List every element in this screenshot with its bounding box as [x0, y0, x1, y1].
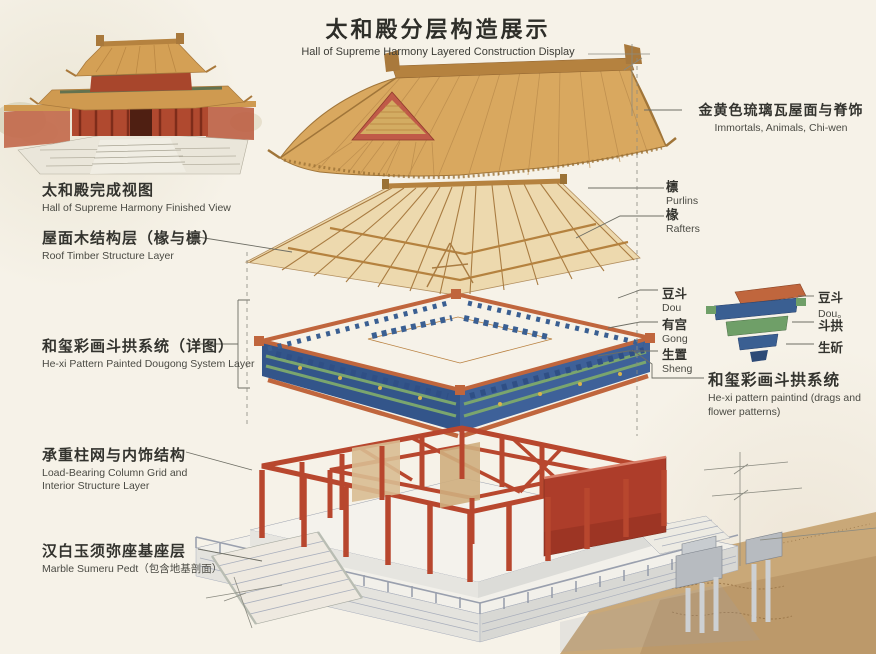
label-detail-dou: 豆斗 Dou。 [818, 287, 848, 321]
label-dougong-system-layer-zh: 和玺彩画斗拱系统（详图） [42, 338, 235, 355]
label-gong-en: Gong [662, 333, 688, 345]
label-column-grid-layer: 承重柱网与内饰结构 Load-Bearing Column Grid and I… [42, 444, 214, 493]
label-finished-view-en: Hall of Supreme Harmony Finished View [42, 202, 231, 214]
label-roof-timber-layer-zh: 屋面木结构层（椽与檩） [42, 230, 219, 247]
label-base-layer: 汉白玉须弥座基座层 Marble Sumeru Pedt（包含地基剖面） [42, 540, 222, 576]
label-column-grid-layer-en: Load-Bearing Column Grid and Interior St… [42, 467, 188, 493]
label-finished-view: 太和殿完成视图 Hall of Supreme Harmony Finished… [42, 179, 231, 215]
dougong-detail-drawing [706, 283, 807, 362]
label-roof-tiles-zh: 金黄色琉璃瓦屋面与脊饰 [698, 102, 864, 118]
label-detail-dou-en: Dou。 [818, 308, 848, 320]
label-dou-en: Dou [662, 302, 682, 314]
label-dou: 豆斗 Dou [662, 283, 687, 314]
label-purlins: 檩 Purlins [666, 176, 698, 207]
base-layer-drawing [195, 477, 783, 652]
finished-hall-painting [0, 33, 262, 175]
label-roof-tiles-en: Immortals, Animals, Chi-wen [714, 122, 848, 134]
label-roof-timber-layer: 屋面木结构层（椽与檩） Roof Timber Structure Layer [42, 227, 218, 263]
label-finished-view-zh: 太和殿完成视图 [42, 182, 155, 199]
label-purlins-zh: 檩 [666, 180, 679, 194]
label-hexi-system: 和玺彩画斗拱系统 He-xi pattern paintind (drags a… [708, 368, 876, 419]
dougong-layer-drawing [254, 289, 655, 439]
title-zh: 太和殿分层构造展示 [325, 17, 551, 42]
label-detail-dougong-zh: 斗拱 [818, 319, 844, 333]
page-title: 太和殿分层构造展示 Hall of Supreme Harmony Layere… [0, 12, 876, 58]
label-roof-timber-layer-en: Roof Timber Structure Layer [42, 250, 174, 262]
leader-lines [185, 109, 814, 562]
label-purlins-en: Purlins [666, 195, 699, 207]
column-layer-drawing [259, 425, 667, 582]
title-en: Hall of Supreme Harmony Layered Construc… [301, 46, 575, 58]
label-sheng: 生置 Sheng [662, 344, 692, 375]
label-detail-sheng: 生斫 [818, 337, 843, 356]
label-base-layer-en: Marble Sumeru Pedt（包含地基剖面） [42, 563, 223, 575]
label-hexi-system-en: He-xi pattern paintind (drags and flower… [708, 392, 861, 418]
label-rafters-zh: 椽 [666, 208, 679, 222]
label-detail-dou-zh: 豆斗 [818, 291, 844, 305]
label-base-layer-zh: 汉白玉须弥座基座层 [42, 543, 187, 560]
label-dou-zh: 豆斗 [662, 287, 688, 301]
label-gong: 有宫 Gong [662, 314, 688, 345]
label-sheng-zh: 生置 [662, 348, 688, 362]
label-rafters: 椽 Rafters [666, 204, 700, 235]
label-gong-zh: 有宫 [662, 318, 688, 332]
label-dougong-system-layer: 和玺彩画斗拱系统（详图） He-xi Pattern Painted Dougo… [42, 335, 254, 371]
label-rafters-en: Rafters [666, 223, 700, 235]
label-sheng-en: Sheng [662, 363, 693, 375]
label-dougong-system-layer-en: He-xi Pattern Painted Dougong System Lay… [42, 358, 255, 370]
roof-layer-drawing [267, 44, 677, 179]
dimension-lines [205, 44, 876, 629]
label-roof-tiles: 金黄色琉璃瓦屋面与脊饰 Immortals, Animals, Chi-wen [686, 100, 876, 135]
label-hexi-system-zh: 和玺彩画斗拱系统 [708, 372, 841, 389]
label-column-grid-layer-zh: 承重柱网与内饰结构 [42, 447, 187, 464]
label-detail-sheng-zh: 生斫 [818, 341, 844, 355]
label-detail-dougong: 斗拱 [818, 315, 843, 334]
timber-layer-drawing [244, 174, 641, 296]
